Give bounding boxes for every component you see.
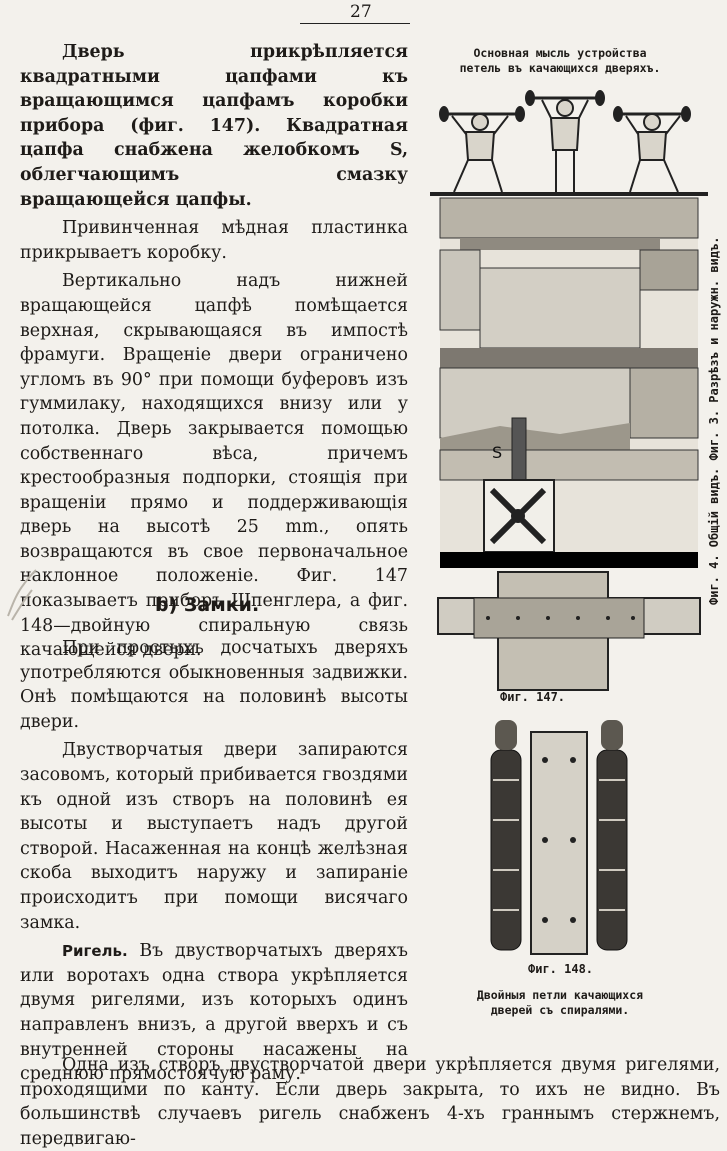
figure-148-caption-line-2: дверей съ спиралями.	[490, 1003, 630, 1017]
paragraph-5: Двустворчатыя двери запираются засовомъ,…	[20, 740, 408, 933]
text-column-lower: При простыхъ досчатыхъ дверяхъ употребля…	[20, 636, 408, 1087]
paragraph-3: Вертикально надъ нижней вращающейся цапф…	[20, 271, 408, 661]
figure-top-caption-line-2: петель въ качающихся дверяхъ.	[459, 61, 661, 75]
page-number: 27	[350, 2, 372, 22]
s-label: S	[492, 443, 502, 462]
paragraph-7: Одна изъ створъ двустворчатой двери укрѣ…	[20, 1055, 720, 1149]
side-caption-vertical: Фиг. 4. Общій видъ. Фиг. 3. Разрѣзъ и на…	[707, 237, 727, 615]
runin-heading: Ригель.	[62, 942, 128, 961]
figure-top-caption: Основная мысль устройства петель въ кача…	[440, 46, 680, 76]
double-spring-hinge-illustration	[490, 720, 628, 955]
figure-top-caption-line-1: Основная мысль устройства	[473, 46, 647, 60]
door-hinge-strip-illustration	[437, 571, 701, 691]
paragraph-6: Ригель. Въ двустворчатыхъ дверяхъ или во…	[20, 939, 408, 1087]
figure-147-label: Фиг. 147.	[500, 690, 566, 704]
text-full-width: Одна изъ створъ двустворчатой двери укрѣ…	[20, 1053, 720, 1151]
figures-with-barbells-illustration	[430, 90, 708, 196]
header-rule	[300, 23, 410, 24]
text-column-upper: Дверь прикрѣпляется квадратными цапфами …	[20, 40, 408, 663]
figure-148-caption: Двойныя петли качающихся дверей съ спира…	[460, 988, 660, 1018]
paragraph-4: При простыхъ досчатыхъ дверяхъ употребля…	[20, 638, 408, 732]
paragraph-2: Привинченная мѣдная пластинка прикрывает…	[20, 218, 408, 263]
paragraph-1: Дверь прикрѣпляется квадратными цапфами …	[20, 42, 408, 210]
side-caption-text: Фиг. 4. Общій видъ. Фиг. 3. Разрѣзъ и на…	[707, 236, 721, 605]
figure-148-label: Фиг. 148.	[528, 962, 594, 976]
paragraph-6-body: Въ двустворчатыхъ дверяхъ или воротахъ о…	[20, 941, 408, 1085]
door-frame-section-illustration: S	[439, 197, 699, 568]
section-heading: b) Замки.	[155, 594, 260, 616]
margin-handwritten-mark	[7, 569, 37, 621]
figure-148-caption-line-1: Двойныя петли качающихся	[476, 988, 644, 1002]
